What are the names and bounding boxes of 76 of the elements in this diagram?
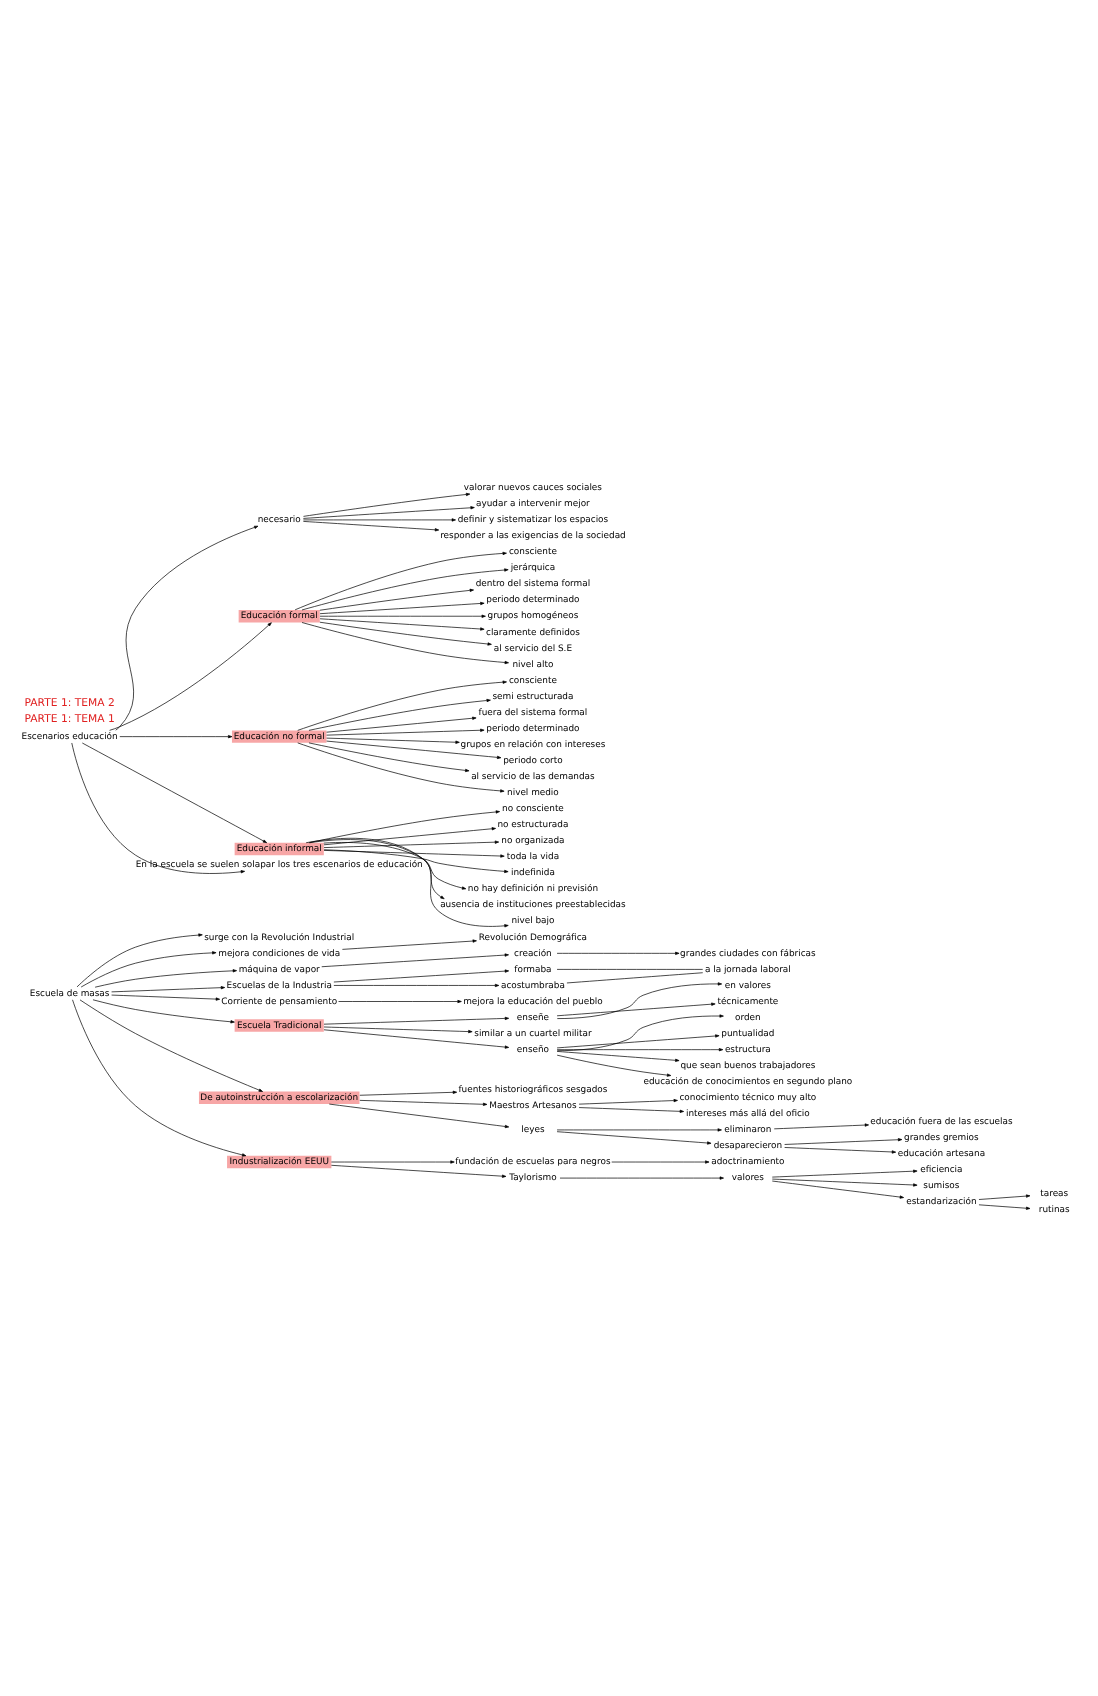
arrow: [109, 621, 272, 730]
arrow: [331, 1163, 507, 1177]
arrow: [76, 932, 203, 987]
arrow: [309, 838, 445, 899]
arrow: [773, 1122, 869, 1129]
arrow: [784, 1146, 897, 1153]
arrow: [326, 736, 460, 743]
arrow: [328, 1102, 510, 1128]
arrow: [326, 739, 502, 758]
arrow: [297, 679, 507, 730]
arrow: [611, 1159, 710, 1163]
arrow: [323, 841, 467, 889]
arrow: [556, 950, 680, 954]
arrow: [71, 741, 245, 873]
arrow: [308, 697, 491, 730]
arrow: [81, 741, 268, 843]
arrow: [978, 1203, 1031, 1209]
arrow: [303, 505, 475, 518]
arrow: [294, 550, 507, 610]
arrow: [578, 1106, 684, 1112]
arrow: [771, 1179, 904, 1198]
arrow: [319, 617, 485, 630]
arrow: [319, 613, 486, 617]
arrow: [115, 524, 259, 730]
arrow: [301, 621, 509, 664]
arrow: [326, 727, 485, 735]
arrow: [556, 1050, 680, 1061]
arrow: [578, 1097, 678, 1104]
arrow: [556, 1047, 724, 1051]
arrow: [556, 1001, 716, 1016]
arrow: [326, 715, 477, 732]
arrow: [556, 981, 723, 1018]
arrow: [319, 587, 474, 610]
arrow: [305, 836, 509, 927]
arrow: [331, 1159, 455, 1163]
arrow: [323, 849, 505, 857]
arrow: [323, 1028, 510, 1048]
arrow: [303, 491, 471, 516]
arrow: [79, 998, 263, 1091]
arrow: [319, 620, 492, 645]
arrow: [319, 600, 485, 614]
arrow: [303, 520, 440, 531]
arrow: [308, 741, 470, 772]
arrow: [323, 839, 500, 847]
arrow: [771, 1177, 918, 1186]
arrow: [333, 982, 500, 987]
arrow: [342, 938, 477, 949]
arrow: [771, 1168, 918, 1177]
arrow: [323, 848, 509, 872]
arrow: [301, 567, 509, 610]
arrow: [297, 741, 505, 792]
arrow: [119, 734, 233, 738]
arrow: [978, 1193, 1031, 1199]
arrow: [559, 1175, 724, 1179]
arrow: [80, 950, 217, 987]
arrow: [556, 1033, 720, 1048]
arrow: [72, 998, 247, 1156]
connector: [566, 971, 704, 983]
arrow: [556, 1053, 672, 1076]
arrow: [94, 968, 237, 987]
arrow: [323, 1025, 473, 1033]
arrow: [92, 998, 235, 1023]
arrow: [323, 826, 496, 845]
arrow: [784, 1137, 903, 1144]
arrow: [556, 1013, 724, 1051]
arrow: [556, 1130, 712, 1144]
arrow: [338, 998, 462, 1003]
arrow: [359, 1089, 458, 1095]
arrow: [111, 985, 226, 992]
arrow: [111, 993, 220, 1000]
arrow: [359, 1099, 488, 1105]
arrow: [556, 1127, 722, 1131]
arrow: [303, 517, 456, 521]
arrow: [333, 968, 510, 982]
arrow: [321, 952, 509, 967]
arrow: [323, 1015, 510, 1024]
